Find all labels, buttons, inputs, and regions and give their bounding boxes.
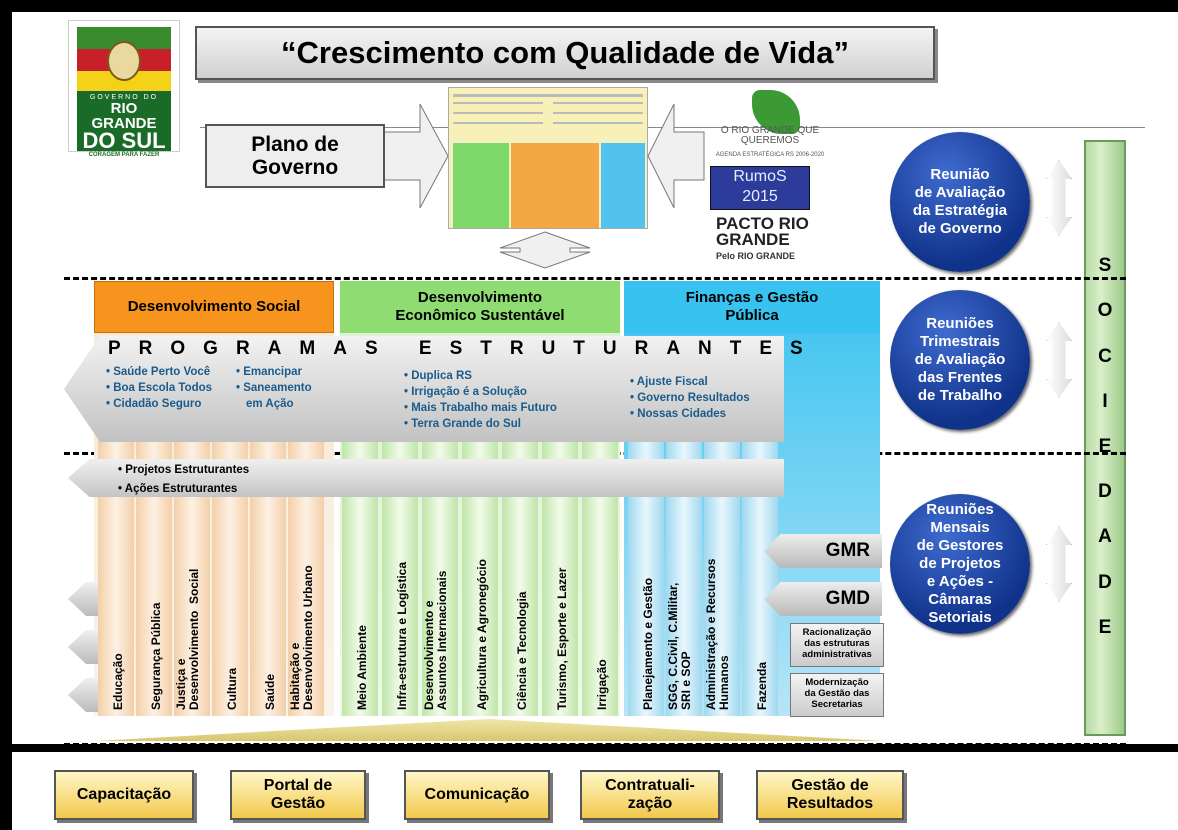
bar-desenvolvimento-label: Desenvolvimento e Assuntos Internacionai… <box>422 570 449 710</box>
right-arrow-icon <box>380 104 449 208</box>
projetos-list: • Projetos Estruturantes • Ações Estrutu… <box>118 464 250 495</box>
bar-turismo-label: Turismo, Esporte e Lazer <box>555 567 569 710</box>
base-triangle <box>96 719 882 741</box>
page-title: “Crescimento com Qualidade de Vida” <box>195 26 935 80</box>
plan-document-thumbnail <box>448 87 648 229</box>
bar-fazenda-label: Fazenda <box>755 661 769 710</box>
rumos-2015-logo: RumoS 2015 <box>710 166 810 210</box>
bar-seguranca-label: Segurança Pública <box>149 602 163 710</box>
bar-agricultura-label: Agricultura e Agronegócio <box>475 559 489 710</box>
qr-logo-text: O RIO GRANDE QUE QUEREMOS <box>720 125 820 146</box>
left-arrow-icon <box>68 678 98 712</box>
bar-cultura-label: Cultura <box>225 668 239 710</box>
dashed-divider <box>64 277 1126 280</box>
portal-de-gestao-box: Portal de Gestão <box>230 770 366 820</box>
header-social: Desenvolvimento Social <box>94 281 334 333</box>
coat-of-arms-icon <box>107 41 141 81</box>
header-finance: Finanças e Gestão Pública <box>624 281 880 333</box>
double-arrow-icon <box>1046 526 1072 602</box>
projetos-estruturantes-arrow <box>68 459 784 497</box>
circle-strategy-review: Reunião de Avaliação da Estratégia de Go… <box>890 132 1030 272</box>
gestao-de-resultados-box: Gestão de Resultados <box>756 770 904 820</box>
bar-planejamento-label: Planejamento e Gestão <box>641 577 655 710</box>
contratualizacao-box: Contratuali- zação <box>580 770 720 820</box>
double-arrow-icon <box>1046 322 1072 398</box>
gmd-label: GMD <box>764 582 882 616</box>
bar-ciencia-label: Ciência e Tecnologia <box>515 591 529 710</box>
bar-administracao-label: Administração e Recursos Humanos <box>704 558 731 710</box>
left-arrow-icon <box>68 630 98 664</box>
header-economic: Desenvolvimento Econômico Sustentável <box>340 281 620 333</box>
bar-educacao-label: Educação <box>111 653 125 710</box>
econ-programs-list: • Duplica RS• Irrigação é a Solução• Mai… <box>404 370 557 430</box>
plano-de-governo-box: Plano de Governo <box>205 124 385 188</box>
comunicacao-box: Comunicação <box>404 770 550 820</box>
finance-programs-list: • Ajuste Fiscal• Governo Resultados• Nos… <box>630 376 750 420</box>
circle-monthly-meetings: Reuniões Mensais de Gestores de Projetos… <box>890 494 1030 634</box>
circle-quarterly-review: Reuniões Trimestrais de Avaliação das Fr… <box>890 290 1030 430</box>
bar-habitacao-label: Habitação e Desenvolvimento Urbano <box>288 565 315 710</box>
frame-top-border <box>0 0 1178 12</box>
bar-meio-ambiente-label: Meio Ambiente <box>355 625 369 710</box>
frame-bottom-border <box>0 744 1178 752</box>
frame-left-border <box>0 0 12 830</box>
gmr-label: GMR <box>764 534 882 568</box>
social-programs-list-1: • Saúde Perto Você• Boa Escola Todos• Ci… <box>106 366 213 410</box>
bar-sgg-label: SGG, C.Civil, C.Militar, SRI e SOP <box>666 582 693 710</box>
partner-logos: O RIO GRANDE QUE QUEREMOS AGENDA ESTRATÉ… <box>700 90 840 261</box>
bar-justica-label: Justiça e Desenvolvimento Social <box>174 568 201 710</box>
bar-infraestrutura-label: Infra-estrutura e Logística <box>395 561 409 710</box>
double-arrow-icon <box>1046 160 1072 236</box>
programas-estruturantes-label: PROGRAMAS ESTRUTURANTES <box>108 338 821 359</box>
racionalizacao-box: Racionalização das estruturas administra… <box>790 623 884 667</box>
bar-irrigacao-label: Irrigação <box>595 659 609 710</box>
rs-government-logo: GOVERNO DO RIO GRANDE DO SUL CORAGEM PAR… <box>68 20 180 158</box>
modernizacao-box: Modernização da Gestão das Secretarias <box>790 673 884 717</box>
capacitacao-box: Capacitação <box>54 770 194 820</box>
up-down-arrow-icon <box>499 231 591 269</box>
bar-saude-label: Saúde <box>263 673 277 710</box>
left-arrow-icon <box>68 582 98 616</box>
left-arrow-icon <box>647 104 705 208</box>
qr-logo-subtext: AGENDA ESTRATÉGICA RS 2006-2020 <box>715 152 825 158</box>
programas-estruturantes-arrow <box>64 336 784 442</box>
